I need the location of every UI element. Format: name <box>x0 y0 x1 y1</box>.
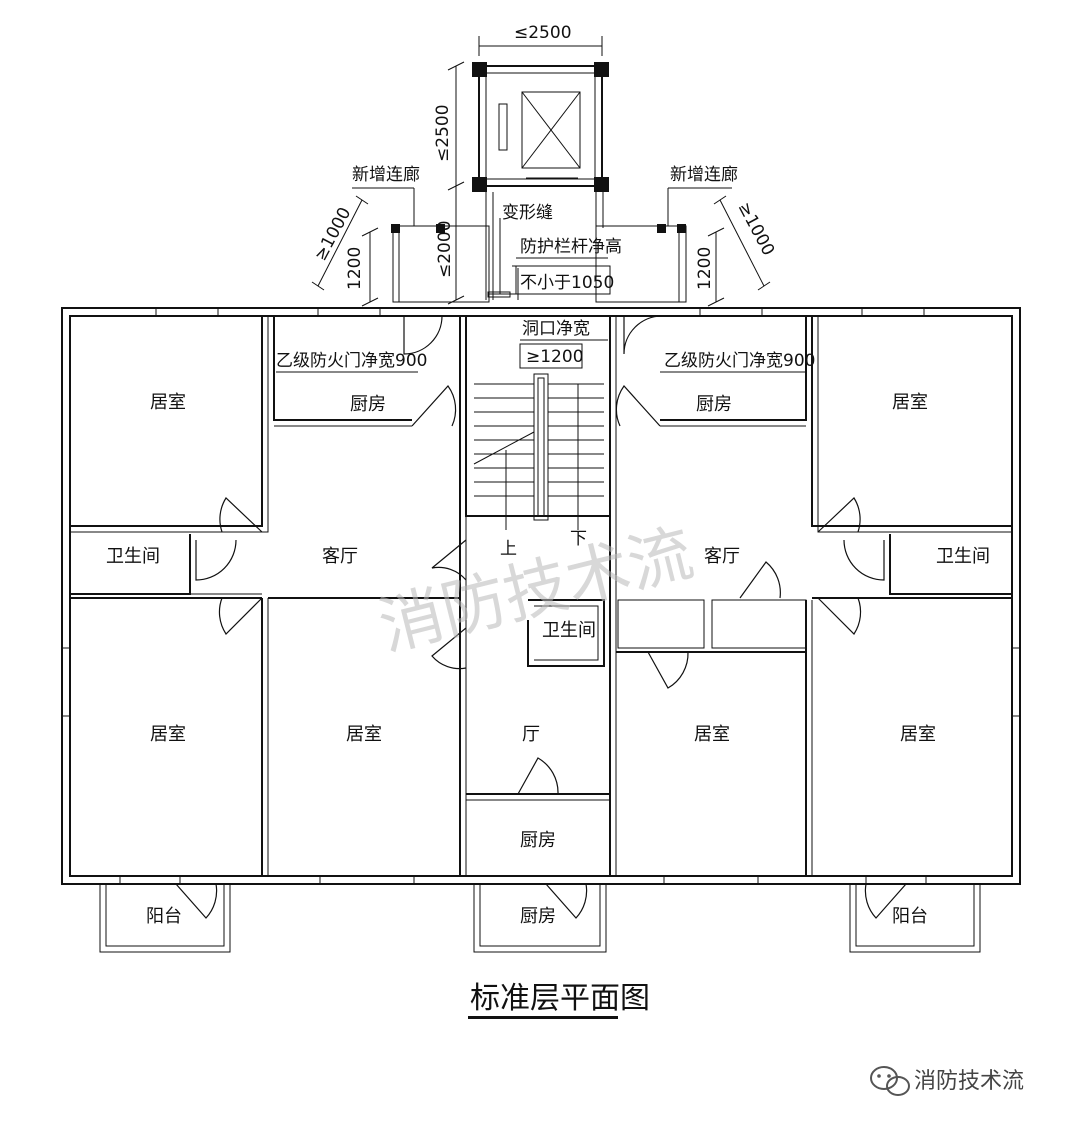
dim-corridor-length: ≤2000 <box>435 220 455 278</box>
elevator-shaft <box>472 62 609 300</box>
stair-down-label: 下 <box>570 529 587 549</box>
room-kitchen-left: 厨房 <box>350 394 386 415</box>
room-bedroom-top-right: 居室 <box>892 392 928 413</box>
dim-elevator-width: ≤2500 <box>514 23 572 43</box>
room-living-right: 客厅 <box>704 546 740 567</box>
note-railing-line1: 防护栏杆净高 <box>520 237 622 257</box>
room-kitchen-center: 厨房 <box>520 830 556 851</box>
watermark-text: 消防技术流 <box>372 516 700 665</box>
drawing-title: 标准层平面图 <box>470 981 650 1016</box>
stair-up-label: 上 <box>500 539 517 559</box>
room-hall-center: 厅 <box>522 724 540 745</box>
dim-rail-height-left: 1200 <box>345 247 365 290</box>
note-new-corridor-right: 新增连廊 <box>670 165 738 185</box>
new-corridor-left <box>391 224 490 303</box>
note-leaders <box>276 187 806 1019</box>
room-bath-right: 卫生间 <box>936 546 990 567</box>
note-opening-line2: ≥1200 <box>526 347 584 367</box>
interior-walls <box>70 315 1012 876</box>
room-bedroom-bottom-1: 居室 <box>150 724 186 745</box>
deformation-joint-plate <box>487 291 511 298</box>
room-bedroom-bottom-4: 居室 <box>900 724 936 745</box>
new-corridor-right <box>595 224 687 303</box>
room-kitchen-right: 厨房 <box>696 394 732 415</box>
staircase <box>473 373 604 530</box>
note-fire-door-left: 乙级防火门净宽900 <box>276 351 427 371</box>
note-deformation-joint: 变形缝 <box>502 203 553 223</box>
dim-rail-height-right: 1200 <box>695 247 715 290</box>
room-bedroom-bottom-2: 居室 <box>346 724 382 745</box>
note-railing-line2: 不小于1050 <box>520 273 614 293</box>
room-bath-left: 卫生间 <box>106 546 160 567</box>
room-balcony-right: 阳台 <box>892 906 928 927</box>
room-bedroom-top-left: 居室 <box>150 392 186 413</box>
room-bath-center: 卫生间 <box>542 620 596 641</box>
room-kitchen-bottom: 厨房 <box>520 906 556 927</box>
note-new-corridor-left: 新增连廊 <box>352 165 420 185</box>
dim-elevator-depth: ≤2500 <box>433 104 453 162</box>
balconies <box>99 883 981 953</box>
note-opening-line1: 洞口净宽 <box>522 319 590 339</box>
room-balcony-left: 阳台 <box>146 906 182 927</box>
doors <box>175 315 907 919</box>
brand-name: 消防技术流 <box>914 1069 1024 1094</box>
room-living-left: 客厅 <box>322 546 358 567</box>
dim-corridor-width-right: ≥1000 <box>734 199 779 259</box>
note-fire-door-right: 乙级防火门净宽900 <box>664 351 815 371</box>
wechat-icon <box>870 1066 910 1096</box>
room-bedroom-bottom-3: 居室 <box>694 724 730 745</box>
